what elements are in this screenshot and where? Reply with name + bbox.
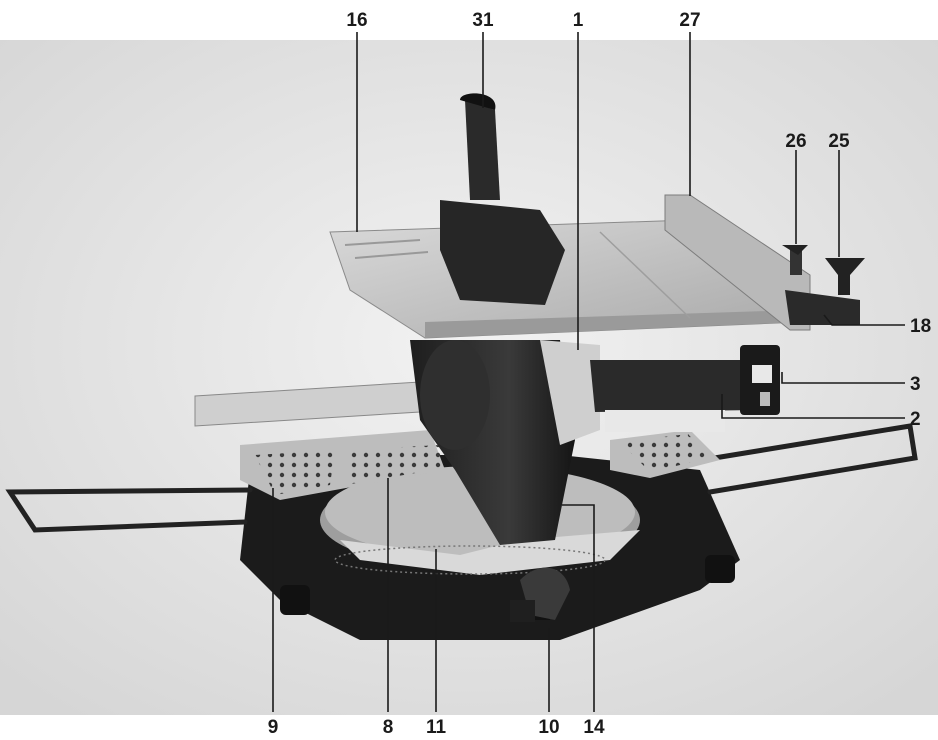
- leader-lines: [272, 32, 905, 712]
- label-26: 26: [785, 131, 806, 152]
- label-31: 31: [472, 10, 494, 31]
- label-2: 2: [910, 409, 921, 430]
- label-10: 10: [538, 717, 559, 738]
- label-16: 16: [346, 10, 367, 31]
- motor-housing: [410, 340, 600, 545]
- label-25: 25: [828, 131, 850, 152]
- handle-assembly: [590, 345, 780, 432]
- left-table-extension: [194, 381, 445, 500]
- support-rails: [5, 423, 918, 533]
- label-14: 14: [583, 717, 605, 738]
- right-table-extension: [610, 430, 720, 478]
- label-11: 11: [426, 717, 447, 738]
- upper-blade-guard: [440, 93, 565, 305]
- label-27: 27: [679, 10, 700, 31]
- label-9: 9: [268, 717, 279, 738]
- callout-labels: 16 31 1 27 26 25 18 3 2 9 8 11 10 14: [268, 10, 931, 738]
- bevel-lock-knob: [510, 567, 570, 622]
- label-1: 1: [573, 10, 584, 31]
- label-3: 3: [910, 374, 921, 395]
- label-8: 8: [383, 717, 394, 738]
- rip-fence: [664, 194, 865, 331]
- label-18: 18: [910, 316, 931, 337]
